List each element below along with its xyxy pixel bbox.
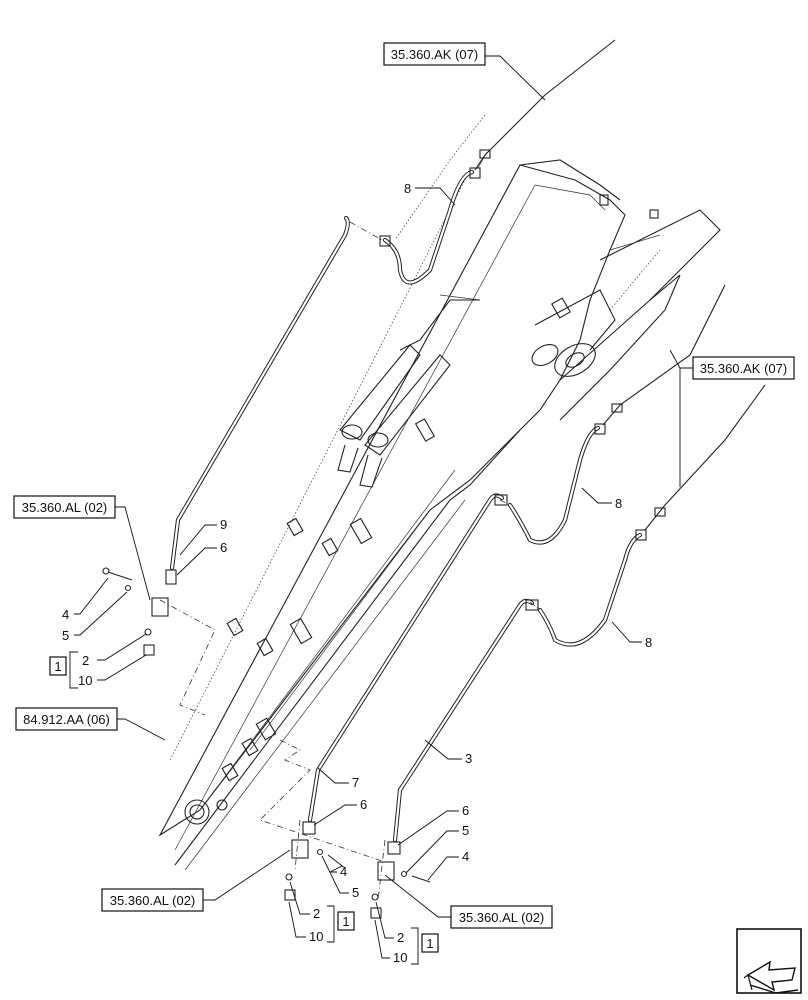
svg-text:6: 6 xyxy=(360,797,367,812)
svg-text:35.360.AL (02): 35.360.AL (02) xyxy=(110,893,196,908)
view-direction-arrow-icon xyxy=(736,928,802,994)
fittings xyxy=(102,149,666,919)
svg-text:2: 2 xyxy=(397,930,404,945)
svg-text:9: 9 xyxy=(220,517,227,532)
svg-text:10: 10 xyxy=(393,950,407,965)
svg-text:8: 8 xyxy=(645,635,652,650)
ref-al-bottom-left: 35.360.AL (02) xyxy=(101,849,291,912)
ref-al-bottom-right: 35.360.AL (02) xyxy=(384,874,553,929)
svg-text:4: 4 xyxy=(340,864,347,879)
callouts: 8 8 8 9 6 4 5 2 10 1 7 3 6 6 5 4 4 xyxy=(49,181,652,965)
tube-9 xyxy=(169,215,350,571)
ref-ak-right: 35.360.AK (07) xyxy=(669,349,795,487)
svg-text:35.360.AL (02): 35.360.AL (02) xyxy=(459,910,545,925)
svg-text:7: 7 xyxy=(352,775,359,790)
svg-text:10: 10 xyxy=(78,673,92,688)
svg-text:35.360.AK (07): 35.360.AK (07) xyxy=(391,47,478,62)
ref-ak-top: 35.360.AK (07) xyxy=(383,42,546,101)
loader-arm xyxy=(158,159,721,871)
svg-text:4: 4 xyxy=(462,849,469,864)
hose-8-low xyxy=(537,532,643,647)
svg-text:2: 2 xyxy=(82,653,89,668)
svg-text:1: 1 xyxy=(426,936,433,951)
svg-text:6: 6 xyxy=(462,803,469,818)
svg-text:10: 10 xyxy=(309,929,323,944)
svg-text:1: 1 xyxy=(342,914,349,929)
svg-text:5: 5 xyxy=(462,823,469,838)
hose-8-top xyxy=(382,169,475,285)
ref-aa-left: 84.912.AA (06) xyxy=(15,707,166,741)
svg-text:35.360.AK (07): 35.360.AK (07) xyxy=(700,361,787,376)
svg-text:35.360.AL (02): 35.360.AL (02) xyxy=(22,500,108,515)
svg-text:8: 8 xyxy=(615,496,622,511)
svg-text:4: 4 xyxy=(62,607,69,622)
ref-al-left: 35.360.AL (02) xyxy=(13,495,151,601)
svg-text:5: 5 xyxy=(62,628,69,643)
svg-text:1: 1 xyxy=(54,659,61,674)
hose-8-mid xyxy=(507,425,601,545)
svg-text:6: 6 xyxy=(220,540,227,555)
tube-7 xyxy=(307,493,505,823)
svg-text:84.912.AA (06): 84.912.AA (06) xyxy=(23,712,110,727)
svg-text:8: 8 xyxy=(404,181,411,196)
svg-text:3: 3 xyxy=(465,751,472,766)
svg-text:5: 5 xyxy=(352,885,359,900)
svg-text:2: 2 xyxy=(313,906,320,921)
